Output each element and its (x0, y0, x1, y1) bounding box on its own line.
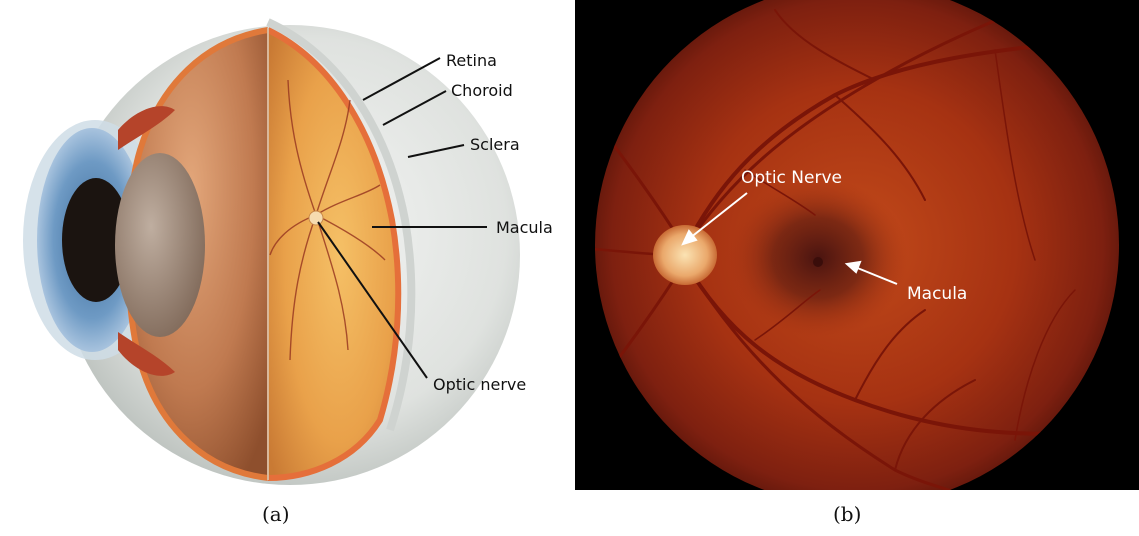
lens (115, 153, 205, 337)
optic-nerve-label: Optic nerve (433, 375, 526, 394)
retina-label: Retina (446, 51, 497, 70)
fovea (813, 257, 823, 267)
macula-fundus-label: Macula (907, 284, 967, 304)
fundus-photograph: Optic Nerve Macula (575, 0, 1139, 490)
choroid-label: Choroid (451, 81, 513, 100)
optic-disc (309, 211, 323, 225)
sclera-label: Sclera (470, 135, 520, 154)
caption-a: (a) (262, 502, 290, 526)
eye-anatomy-svg: Retina Choroid Sclera Macula Optic nerve (0, 0, 575, 490)
optic-nerve-fundus-label: Optic Nerve (741, 168, 842, 188)
fundus-svg: Optic Nerve Macula (575, 0, 1139, 490)
caption-b: (b) (833, 502, 861, 526)
optic-disc-fundus (653, 225, 717, 285)
macula-label: Macula (496, 218, 553, 237)
eye-anatomy-illustration: Retina Choroid Sclera Macula Optic nerve (0, 0, 575, 490)
